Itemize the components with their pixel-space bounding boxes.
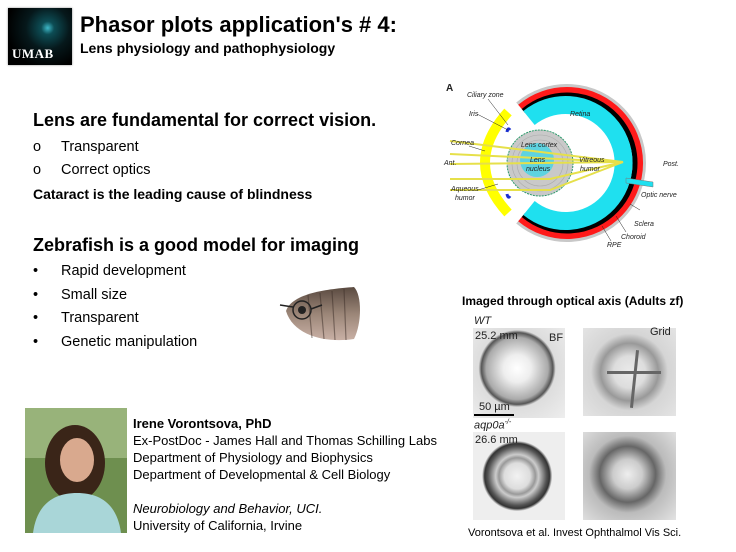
imaging-title: Imaged through optical axis (Adults zf) [462,294,684,308]
label-rpe: RPE [607,242,622,249]
lens-heading: Lens are fundamental for correct vision. [33,110,377,130]
bio-affiliation: University of California, Irvine [133,518,303,533]
retina-layer [523,96,633,230]
label-choroid: Choroid [621,234,647,241]
list-item-text: Correct optics [61,162,151,178]
mutant-name: aqp0a [474,419,505,432]
label-cornea: Cornea [451,140,474,147]
list-item: • Transparent [33,310,253,330]
mutant-size: 26.6 mm [475,434,518,446]
mutant-genotype: -/- [504,419,512,426]
zebrafish-heading: Zebrafish is a good model for imaging [33,235,360,255]
label-aqueous: humor [455,195,476,202]
portrait-photo [25,408,127,533]
cataract-note: Cataract is the leading cause of blindne… [33,186,313,202]
panel-label: A [446,83,453,94]
list-item: • Small size [33,287,253,307]
bio-affiliation-italic: Neurobiology and Behavior, UCI. [133,501,323,516]
scale-bar-label: 50 µm [479,401,510,413]
sclera-layer [516,84,646,242]
bullet-marker: • [33,334,39,350]
bullet-marker: • [33,263,39,279]
bullet-marker: • [33,310,39,326]
wt-grid-image [583,328,676,416]
list-item-text: Genetic manipulation [61,334,198,350]
optic-nerve [625,177,654,188]
list-item: o Transparent [33,139,233,159]
scale-bar [474,414,514,416]
bullet-marker: o [33,162,42,178]
wt-label: WT [474,315,492,327]
iris [505,127,512,199]
mutant-grid-image [583,432,676,520]
label-sclera: Sclera [634,221,654,228]
list-item: • Genetic manipulation [33,334,253,354]
label-aqueous: Aqueous [450,186,479,193]
wt-bf-image [473,328,565,418]
label-iris: Iris [469,111,479,118]
slide-title: Phasor plots application's # 4: [80,12,397,37]
light-rays [449,140,624,191]
label-retina: Retina [570,111,590,118]
citation: Vorontsova et al. Invest Ophthalmol Vis … [468,527,682,539]
rpe-layer [521,92,638,234]
bio-name: Irene Vorontsova, PhD [133,416,272,431]
label-lens-cortex: Lens cortex [521,142,558,149]
list-item-text: Small size [61,287,128,303]
wt-size: 25.2 mm [475,330,518,342]
zebrafish-illustration [279,287,360,341]
label-vitreous: Vitreous [579,157,605,164]
list-item: o Correct optics [33,162,233,182]
label-post: Post. [663,161,679,168]
grid-label: Grid [650,326,671,338]
list-item-text: Transparent [61,139,139,155]
mutant-bf-image [473,432,565,520]
list-item-text: Transparent [61,310,139,326]
list-item-text: Rapid development [61,263,186,279]
label-ant: Ant. [443,160,457,167]
bf-label: BF [549,332,564,344]
slide-subtitle: Lens physiology and pathophysiology [80,40,336,56]
list-item: • Rapid development [33,263,253,283]
bullet-marker: o [33,139,42,155]
bio-line: Ex-PostDoc - James Hall and Thomas Schil… [133,433,437,448]
bio-line: Department of Developmental & Cell Biolo… [133,467,391,482]
label-vitreous: humor [580,166,601,173]
label-ciliary-zone: Ciliary zone [467,92,504,99]
mutant-label: aqp0a-/- [474,419,511,432]
label-lens-nucleus: nucleus [526,166,551,173]
eye-diagram: A Ciliary zone Iris Retina Cornea Lens c… [443,83,679,249]
choroid-layer [518,87,643,239]
logo-text: UMAB [12,46,54,61]
bio-line: Department of Physiology and Biophysics [133,450,373,465]
label-lens-nucleus: Lens [530,157,546,164]
umab-logo: UMAB [8,8,72,65]
label-optic-nerve: Optic nerve [641,192,677,199]
bullet-marker: • [33,287,39,303]
